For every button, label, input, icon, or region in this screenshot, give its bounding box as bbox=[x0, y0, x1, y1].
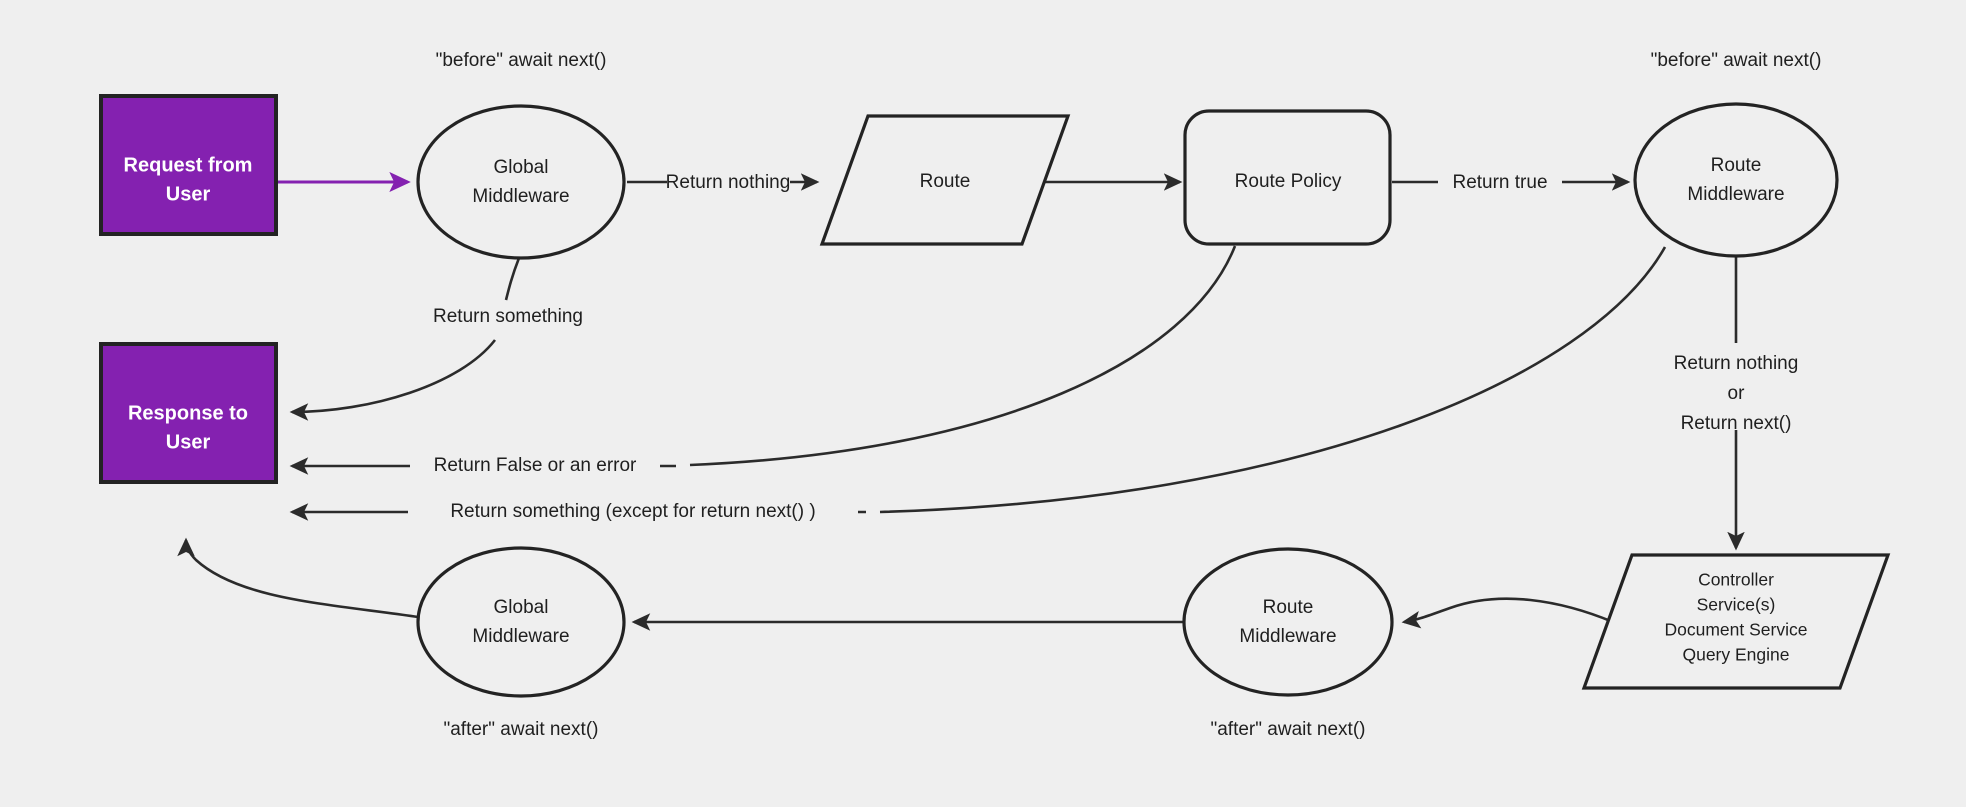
edge-label-bg-return-something-except bbox=[408, 498, 858, 526]
edge-route-middleware-to-controller: Return nothing or Return next() bbox=[1674, 254, 1799, 551]
controller-label-line3: Document Service bbox=[1665, 620, 1808, 640]
node-route-policy[interactable]: Route Policy bbox=[1183, 109, 1392, 246]
node-global-middleware-before[interactable]: Global Middleware bbox=[416, 104, 626, 260]
edge-label-return-next-line3: Return next() bbox=[1681, 413, 1792, 434]
node-response-to-user[interactable]: Response to User bbox=[99, 342, 278, 484]
edge-label-return-false-or-error: Return False or an error bbox=[434, 455, 637, 476]
edge-label-return-true: Return true bbox=[1452, 172, 1547, 193]
route-middleware-after-label-line2: Middleware bbox=[1239, 626, 1336, 647]
route-policy-label: Route Policy bbox=[1235, 171, 1342, 192]
node-route-middleware-before[interactable]: Route Middleware bbox=[1633, 102, 1839, 258]
node-route-middleware-after[interactable]: Route Middleware bbox=[1182, 547, 1394, 697]
response-box-shape bbox=[99, 342, 278, 484]
response-label-line2: User bbox=[166, 431, 211, 453]
edge-global-middleware-after-to-response bbox=[177, 537, 419, 619]
phase-label-before-global-middleware: "before" await next() bbox=[436, 50, 607, 71]
edge-controller-to-route-middleware-after bbox=[1401, 597, 1614, 629]
edge-label-or-line2: or bbox=[1728, 383, 1746, 404]
global-middleware-after-label-line2: Middleware bbox=[472, 626, 569, 647]
route-shape bbox=[819, 114, 1071, 246]
global-middleware-after-shape bbox=[416, 546, 626, 698]
node-request-from-user[interactable]: Request from User bbox=[99, 94, 278, 236]
edge-global-middleware-to-response: Return something bbox=[289, 257, 583, 421]
request-label-line1: Request from bbox=[124, 154, 253, 176]
node-global-middleware-after[interactable]: Global Middleware bbox=[416, 546, 626, 698]
edge-label-return-nothing-line1: Return nothing bbox=[1674, 353, 1799, 374]
route-label: Route bbox=[920, 171, 971, 192]
controller-label-line4: Query Engine bbox=[1682, 645, 1789, 665]
route-middleware-before-label-line1: Route bbox=[1711, 155, 1762, 176]
global-middleware-before-label-line1: Global bbox=[494, 157, 549, 178]
edge-label-bg-return-false bbox=[410, 452, 660, 480]
global-middleware-before-label-line2: Middleware bbox=[472, 186, 569, 207]
controller-shape bbox=[1581, 553, 1891, 690]
route-middleware-before-label-line2: Middleware bbox=[1687, 184, 1784, 205]
global-middleware-after-label-line1: Global bbox=[494, 597, 549, 618]
edge-label-return-something: Return something bbox=[433, 306, 583, 327]
controller-label-line2: Service(s) bbox=[1697, 595, 1776, 615]
phase-label-before-route-middleware: "before" await next() bbox=[1651, 50, 1822, 71]
edge-route-policy-to-route-middleware: Return true bbox=[1392, 172, 1631, 193]
route-policy-shape bbox=[1183, 109, 1392, 246]
route-middleware-after-shape bbox=[1182, 547, 1394, 697]
phase-label-after-route-middleware: "after" await next() bbox=[1211, 719, 1366, 740]
node-controller-services[interactable]: Controller Service(s) Document Service Q… bbox=[1581, 553, 1891, 690]
request-box-shape bbox=[99, 94, 278, 236]
node-route[interactable]: Route bbox=[819, 114, 1071, 246]
edge-route-policy-to-response: Return False or an error bbox=[289, 245, 1237, 480]
global-middleware-before-shape bbox=[416, 104, 626, 260]
edge-label-return-something-except-next: Return something (except for return next… bbox=[450, 501, 815, 522]
request-label-line2: User bbox=[166, 183, 211, 205]
edge-route-middleware-to-response: Return something (except for return next… bbox=[289, 246, 1667, 526]
controller-label-line1: Controller bbox=[1698, 570, 1774, 590]
edge-global-middleware-to-route: Return nothing bbox=[627, 172, 820, 193]
phase-label-after-global-middleware: "after" await next() bbox=[444, 719, 599, 740]
route-middleware-after-label-line1: Route bbox=[1263, 597, 1314, 618]
response-label-line1: Response to bbox=[128, 402, 248, 424]
route-middleware-before-shape bbox=[1633, 102, 1839, 258]
edge-label-return-nothing: Return nothing bbox=[666, 172, 791, 193]
